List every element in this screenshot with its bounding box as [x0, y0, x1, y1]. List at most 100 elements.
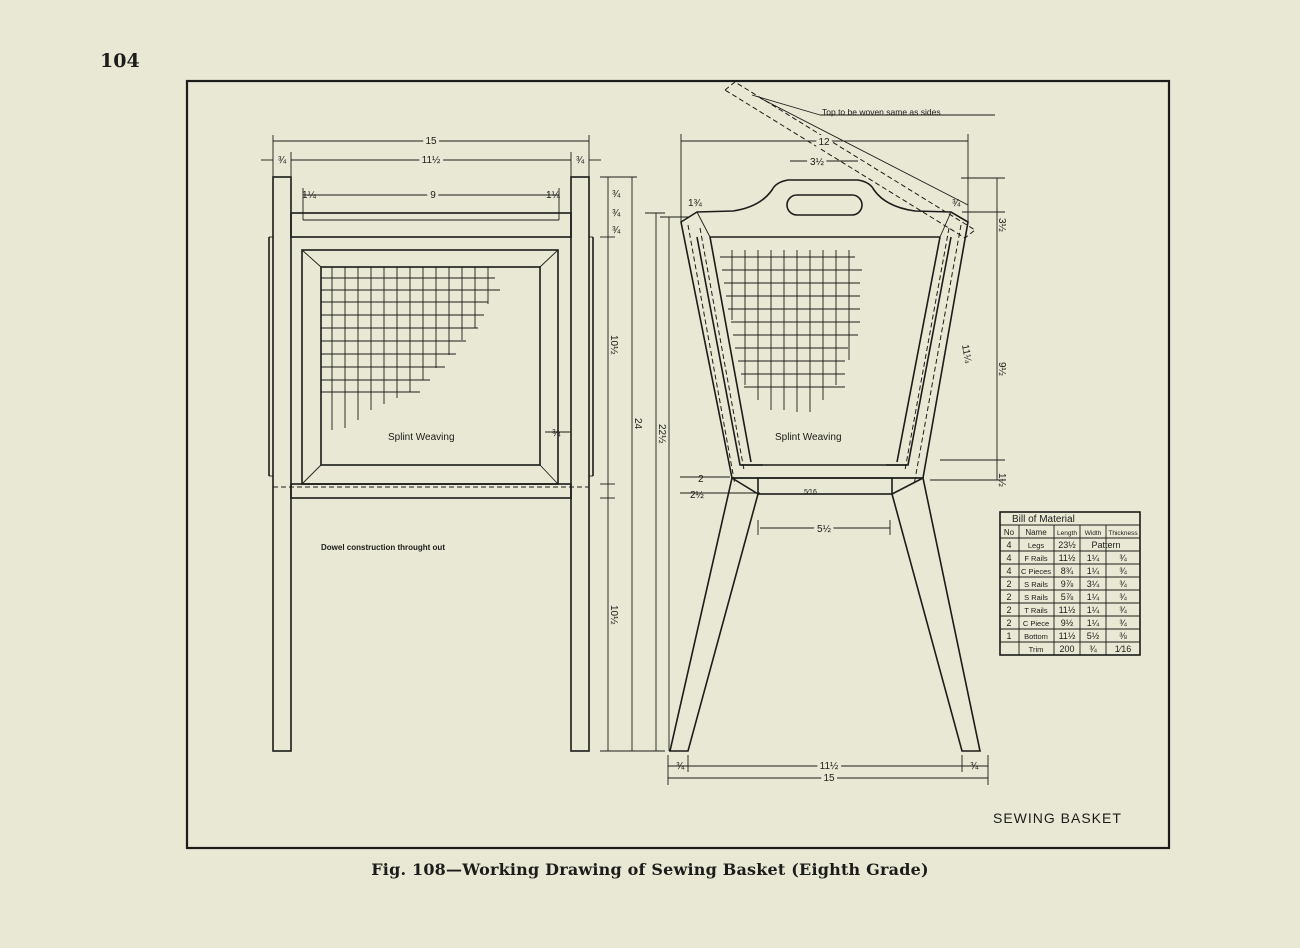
- bom-cell: ¾: [1119, 553, 1127, 563]
- bom-cell: 9½: [1061, 618, 1074, 628]
- dim-height-top: 3½: [996, 218, 1007, 233]
- bom-header: Length: [1057, 530, 1077, 537]
- dim-inner-width: 11½: [422, 155, 441, 166]
- bom-cell: 1⁄16: [1115, 644, 1132, 654]
- bom-cell: 9⅞: [1061, 579, 1074, 589]
- bom-cell: 1¼: [1087, 566, 1100, 576]
- bom-header: Name: [1025, 528, 1047, 537]
- bom-cell: ¾: [1119, 566, 1127, 576]
- dim-handle-width: 3½: [810, 157, 825, 168]
- note-dowel-construction: Dowel construction throught out: [321, 543, 445, 552]
- bom-cell: 23½: [1058, 540, 1076, 550]
- bom-title: Bill of Material: [1012, 514, 1075, 525]
- bom-cell: 200: [1059, 644, 1074, 654]
- dim-bottom-offset: 2½: [690, 490, 705, 501]
- bom-cell: 1¼: [1087, 618, 1100, 628]
- bom-header: Thickness: [1108, 530, 1138, 537]
- front-bottom-rail: [290, 483, 572, 499]
- bom-cell: 2: [1006, 618, 1011, 628]
- bom-cell: 11½: [1059, 605, 1076, 615]
- bom-cell: T Rails: [1024, 606, 1047, 615]
- side-weaving-pattern: [720, 250, 862, 412]
- bom-cell: 11½: [1059, 553, 1076, 563]
- front-view: [261, 135, 665, 752]
- dim-base-left: ¾: [676, 761, 685, 772]
- dim-base-height: 1½: [996, 473, 1007, 488]
- side-bottom-rail: [757, 477, 893, 495]
- bom-cell: F Rails: [1024, 554, 1048, 563]
- dim-base-inner: 11½: [820, 761, 839, 772]
- dim-left-offset: 1¼: [302, 189, 317, 201]
- bom-cell: 4: [1006, 566, 1011, 576]
- bom-cell: 11½: [1059, 631, 1076, 641]
- bom-cell: 1¼: [1087, 592, 1100, 602]
- dim-bottom-rail: 2: [698, 474, 704, 485]
- bom-cell: 2: [1006, 605, 1011, 615]
- bom-cell: Pattern: [1091, 540, 1120, 550]
- dim-left-leg: ¾: [278, 155, 287, 166]
- front-top-rail: [290, 212, 572, 238]
- dim-frame: ¾: [552, 428, 561, 439]
- dim-overall-width: 15: [425, 136, 437, 147]
- dim-base-right: ¾: [970, 761, 979, 772]
- dim-base-overall: 15: [823, 773, 835, 784]
- dim-corner: ¾: [952, 198, 961, 209]
- bom-cell: 4: [1006, 540, 1011, 550]
- bom-cell: ¾: [1119, 592, 1127, 602]
- note-splint-weaving-right: Splint Weaving: [775, 432, 842, 443]
- dim-center-piece: 5⁄16: [804, 489, 817, 496]
- figure-caption: Fig. 108—Working Drawing of Sewing Baske…: [371, 860, 929, 879]
- bom-header: No: [1004, 528, 1015, 537]
- front-weaving-pattern: [321, 267, 500, 430]
- bom-cell: Bottom: [1024, 632, 1048, 641]
- basket-body-outer: [680, 179, 969, 479]
- bom-header: Width: [1085, 530, 1102, 537]
- bom-cell: S Rails: [1024, 580, 1048, 589]
- dim-rail-span: 9: [430, 190, 436, 201]
- bom-cell: 2: [1006, 592, 1011, 602]
- bom-cell: ¾: [1119, 605, 1127, 615]
- left-leg: [272, 176, 292, 752]
- dim-lower-height: 10½: [608, 605, 619, 625]
- note-splint-weaving-left: Splint Weaving: [388, 432, 455, 443]
- side-view: [660, 81, 1005, 785]
- dim-upper-height: 10½: [608, 335, 619, 355]
- dim-top-2: ¾: [612, 208, 621, 219]
- note-top-woven: Top to be woven same as sides: [822, 107, 941, 117]
- bom-cell: S Rails: [1024, 593, 1048, 602]
- front-panel-outer: [301, 249, 559, 485]
- bom-cell: 5⅞: [1061, 592, 1074, 602]
- bom-cell: 2: [1006, 579, 1011, 589]
- bom-cell: 1: [1006, 631, 1011, 641]
- bom-cell: 8¾: [1061, 566, 1074, 576]
- bom-cell: 3¼: [1087, 579, 1100, 589]
- dim-top-width: 12: [818, 137, 830, 148]
- handle-slot: [786, 194, 863, 216]
- dim-right-offset: 1¼: [546, 189, 561, 201]
- bom-cell: ⅜: [1119, 631, 1127, 641]
- dim-right-leg: ¾: [576, 155, 585, 166]
- dim-body-height: 9½: [996, 362, 1007, 377]
- bom-cell: 1¼: [1087, 553, 1100, 563]
- side-right-leg: [891, 476, 981, 752]
- dim-top-3: ¾: [612, 225, 621, 236]
- bom-cell: C Pieces: [1021, 567, 1051, 576]
- dim-leg-height: 22½: [656, 424, 667, 444]
- front-panel-inner: [320, 266, 541, 466]
- bom-cell: ¾: [1119, 579, 1127, 589]
- bom-cell: 5½: [1087, 631, 1100, 641]
- bom-cell: Legs: [1028, 541, 1045, 550]
- dim-slant-length: 11¼: [959, 343, 974, 364]
- bom-cell: C Piece: [1023, 619, 1049, 628]
- bom-cell: ¾: [1089, 644, 1097, 654]
- drawing-border: [185, 79, 1171, 850]
- side-left-leg: [668, 476, 759, 752]
- bom-cell: Trim: [1029, 645, 1044, 654]
- title-block: SEWING BASKET: [993, 810, 1122, 826]
- bom-cell: 1¼: [1087, 605, 1100, 615]
- bill-of-material: Bill of Material No Name Length Width Thickn…: [999, 511, 1141, 656]
- bom-cell: 4: [1006, 553, 1011, 563]
- right-leg: [570, 176, 590, 752]
- dim-inner-bottom: 5½: [817, 524, 832, 535]
